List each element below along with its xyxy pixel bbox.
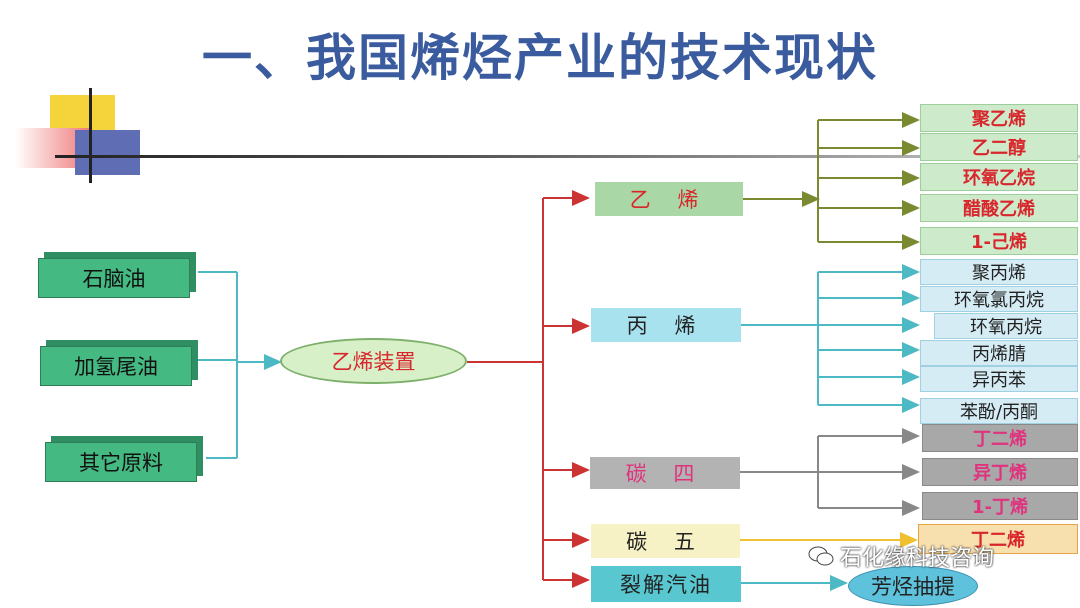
c4-connectors (740, 428, 920, 516)
stream-c5: 碳 五 (591, 524, 740, 558)
source-connectors (198, 271, 282, 459)
deco-horizontal-rule (55, 155, 1080, 158)
source-other-feedstock: 其它原料 (45, 442, 197, 482)
product-polypropylene: 聚丙烯 (920, 259, 1078, 285)
product-acrylonitrile: 丙烯腈 (920, 340, 1078, 366)
watermark-text: 石化缘科技咨询 (840, 546, 995, 571)
stream-pyrolysis-gasoline: 裂解汽油 (591, 566, 741, 602)
source-naphtha: 石脑油 (38, 258, 190, 298)
product-cumene: 异丙苯 (920, 366, 1078, 392)
deco-vertical-line (89, 88, 92, 183)
slide-title: 一、我国烯烃产业的技术现状 (202, 29, 878, 87)
product-1-butene: 1-丁烯 (922, 492, 1078, 520)
ethylene-connectors (743, 112, 920, 250)
product-1-hexene: 1-己烯 (920, 227, 1078, 255)
stream-ethylene: 乙 烯 (595, 182, 743, 216)
product-epichlorohydrin: 环氧氯丙烷 (920, 286, 1078, 312)
product-vinyl-acetate: 醋酸乙烯 (920, 194, 1078, 222)
stream-c4: 碳 四 (590, 457, 740, 489)
ethylene-unit: 乙烯装置 (280, 338, 467, 384)
product-polyethylene: 聚乙烯 (920, 104, 1078, 132)
product-phenol-acetone: 苯酚/丙酮 (920, 398, 1078, 424)
wechat-icon (808, 546, 834, 566)
product-c5-diene: 丁二烯 (918, 524, 1078, 554)
propylene-connectors (741, 264, 920, 413)
unit-connectors (467, 190, 590, 588)
stream-propylene: 丙 烯 (591, 308, 741, 342)
product-isobutylene: 异丁烯 (922, 458, 1078, 486)
watermark: 石化缘科技咨询 (808, 540, 994, 572)
product-propylene-oxide: 环氧丙烷 (934, 313, 1078, 339)
product-butadiene: 丁二烯 (922, 424, 1078, 452)
product-ethylene-glycol: 乙二醇 (920, 133, 1078, 161)
source-hydrocracker-tail-oil: 加氢尾油 (40, 346, 192, 386)
product-ethylene-oxide: 环氧乙烷 (920, 163, 1078, 191)
aromatics-extraction: 芳烃抽提 (848, 566, 978, 606)
deco-blue-square (75, 130, 140, 175)
